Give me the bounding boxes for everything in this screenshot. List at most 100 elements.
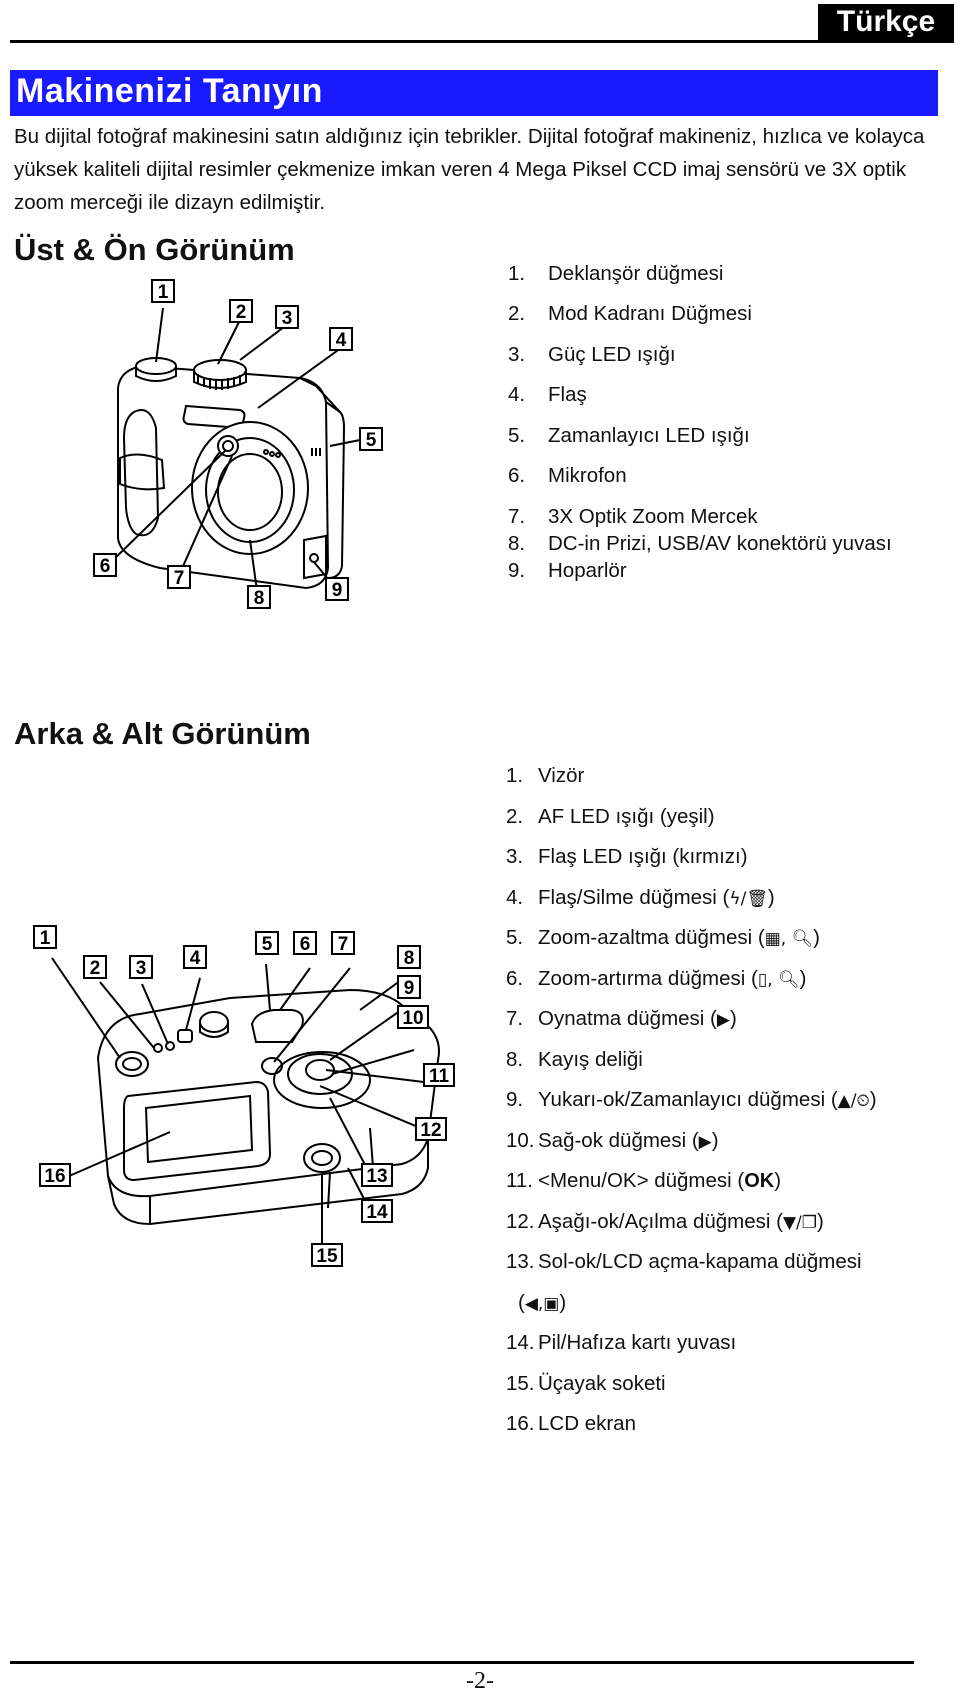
front-camera-figure: 1 2 3 4 5 6 7 8 9 (93, 279, 383, 609)
front-part-item-label: Güç LED ışığı (548, 343, 676, 366)
back-part-item-number: 4. (506, 885, 524, 909)
front-callout-label: 9 (332, 580, 343, 601)
back-part-item-number: 2. (506, 804, 524, 828)
front-part-item: 2.Mod Kadranı Düğmesi (508, 302, 752, 326)
front-callout-label: 8 (254, 588, 265, 609)
back-part-item-label: Sağ-ok düğmesi ( (538, 1128, 699, 1152)
back-part-item: 7.Oynatma düğmesi (▶) (506, 1007, 737, 1031)
back-part-item: 9.Yukarı-ok/Zamanlayıcı düğmesi (▲/⏲) (506, 1088, 877, 1112)
back-part-item-tail: ) (869, 1088, 877, 1111)
back-part-item: 16.LCD ekran (506, 1412, 636, 1436)
back-part-item-label: AF LED ışığı (yeşil) (538, 804, 715, 828)
front-part-item: 8. DC-in Prizi, USB/AV konektörü yuvası (508, 532, 892, 556)
title-band: Makinenizi Tanıyın (10, 70, 938, 116)
back-part-item-icons: ▯, 🔍︎ (757, 969, 800, 990)
back-part-item-number: 3. (506, 845, 524, 868)
back-part-item: 15.Üçayak soketi (506, 1372, 666, 1396)
back-part-item-icons: ▶ (698, 1131, 712, 1152)
back-part-item-number: 5. (506, 926, 524, 949)
front-part-item-number: 3. (508, 343, 526, 366)
intro-paragraph: Bu dijital fotoğraf makinesini satın ald… (14, 125, 925, 214)
front-part-item-number: 4. (508, 383, 526, 406)
front-callout-label: 4 (336, 330, 347, 351)
back-part-item: 4.Flaş/Silme düğmesi (ϟ/🗑) (506, 886, 775, 910)
front-callout-1: 1 (151, 279, 175, 303)
back-view-heading: Arka & Alt Görünüm (14, 716, 311, 751)
front-part-item: 4. Flaş (508, 383, 587, 407)
front-part-item-label: DC-in Prizi, USB/AV konektörü yuvası (548, 532, 892, 555)
front-part-item-label: Mod Kadranı Düğmesi (548, 302, 752, 325)
back-part-item: 2. AF LED ışığı (yeşil) (506, 805, 715, 829)
front-part-item-number: 1. (508, 262, 526, 285)
front-callout-5: 5 (359, 427, 383, 451)
back-callout-4: 4 (183, 945, 207, 969)
back-callout-14: 14 (361, 1199, 393, 1223)
back-part-item-label: Flaş LED ışığı (kırmızı) (538, 845, 748, 868)
back-callout-label: 5 (262, 934, 273, 955)
back-part-item-number: 12. (506, 1209, 535, 1233)
page-number: -2- (466, 1668, 494, 1694)
front-callout-4: 4 (329, 327, 353, 351)
front-part-item: 5.Zamanlayıcı LED ışığı (508, 424, 750, 448)
back-callout-15: 15 (311, 1243, 343, 1267)
back-part-item-tail: ) (729, 1007, 737, 1030)
front-callout-label: 1 (158, 282, 169, 303)
back-part-item-label: Flaş/Silme düğmesi ( (538, 885, 730, 909)
front-callout-6: 6 (93, 553, 117, 577)
front-callout-7: 7 (167, 565, 191, 589)
back-callout-label: 1 (40, 928, 51, 949)
back-callout-label: 9 (404, 978, 415, 999)
back-part-item-tail: ) (711, 1128, 719, 1152)
back-callout-3: 3 (129, 955, 153, 979)
front-part-item-number: 5. (508, 424, 526, 447)
front-part-item: 6. Mikrofon (508, 464, 627, 488)
front-part-item: 7.3X Optik Zoom Mercek (508, 505, 758, 529)
back-part-item-tail: ) (813, 926, 820, 949)
back-callout-5: 5 (255, 931, 279, 955)
back-part-item-number: 15. (506, 1371, 535, 1395)
back-part-item-number: 11. (506, 1169, 533, 1192)
back-callout-label: 2 (90, 958, 101, 979)
back-callout-7: 7 (331, 931, 355, 955)
front-part-item-number: 6. (508, 464, 526, 487)
back-callout-label: 13 (366, 1166, 387, 1187)
back-callout-16: 16 (39, 1163, 71, 1187)
back-callout-1: 1 (33, 925, 57, 949)
back-part-item: 6.Zoom-artırma düğmesi (▯, 🔍︎) (506, 967, 806, 991)
back-part-item-number: 1. (506, 764, 524, 787)
back-callout-label: 8 (404, 948, 415, 969)
back-part-item: 11.<Menu/OK> düğmesi (OK) (506, 1169, 781, 1193)
back-callout-label: 3 (136, 958, 147, 979)
language-tag: Türkçe (818, 4, 954, 40)
front-callout-label: 2 (236, 302, 247, 323)
back-callout-11: 11 (423, 1063, 455, 1087)
back-part-item: (◀,▣) (506, 1291, 566, 1315)
front-callout-label: 3 (282, 308, 293, 329)
bottom-rule (10, 1661, 914, 1664)
front-callout-label: 6 (100, 556, 111, 577)
front-part-item-number: 9. (508, 559, 526, 582)
back-part-item-label: Üçayak soketi (538, 1371, 666, 1395)
back-part-item-label: <Menu/OK> düğmesi ( (538, 1169, 745, 1192)
back-part-item-icons: ▼/❐ (782, 1212, 817, 1233)
front-part-item-number: 8. (508, 532, 526, 555)
back-callout-label: 10 (402, 1008, 423, 1029)
back-part-item-label: Yukarı-ok/Zamanlayıcı düğmesi ( (538, 1088, 838, 1111)
back-part-item-label: Zoom-artırma düğmesi ( (538, 966, 758, 990)
back-callout-label: 4 (190, 948, 201, 969)
back-part-item-label: Pil/Hafıza kartı yuvası (538, 1331, 737, 1354)
back-part-item: 8.Kayış deliği (506, 1048, 643, 1072)
back-part-item-icons: OK (744, 1170, 775, 1192)
front-part-item-label: Flaş (548, 383, 587, 406)
back-part-item: 3. Flaş LED ışığı (kırmızı) (506, 845, 748, 869)
back-part-item: 14.Pil/Hafıza kartı yuvası (506, 1331, 736, 1355)
front-part-item-label: Mikrofon (548, 464, 627, 487)
back-part-item-number: 10. (506, 1128, 535, 1152)
back-part-item-label: Sol-ok/LCD açma-kapama düğmesi (538, 1250, 862, 1273)
back-part-item-icons: ▶ (716, 1010, 730, 1030)
back-callout-label: 14 (366, 1202, 388, 1223)
back-callout-label: 6 (300, 934, 311, 955)
